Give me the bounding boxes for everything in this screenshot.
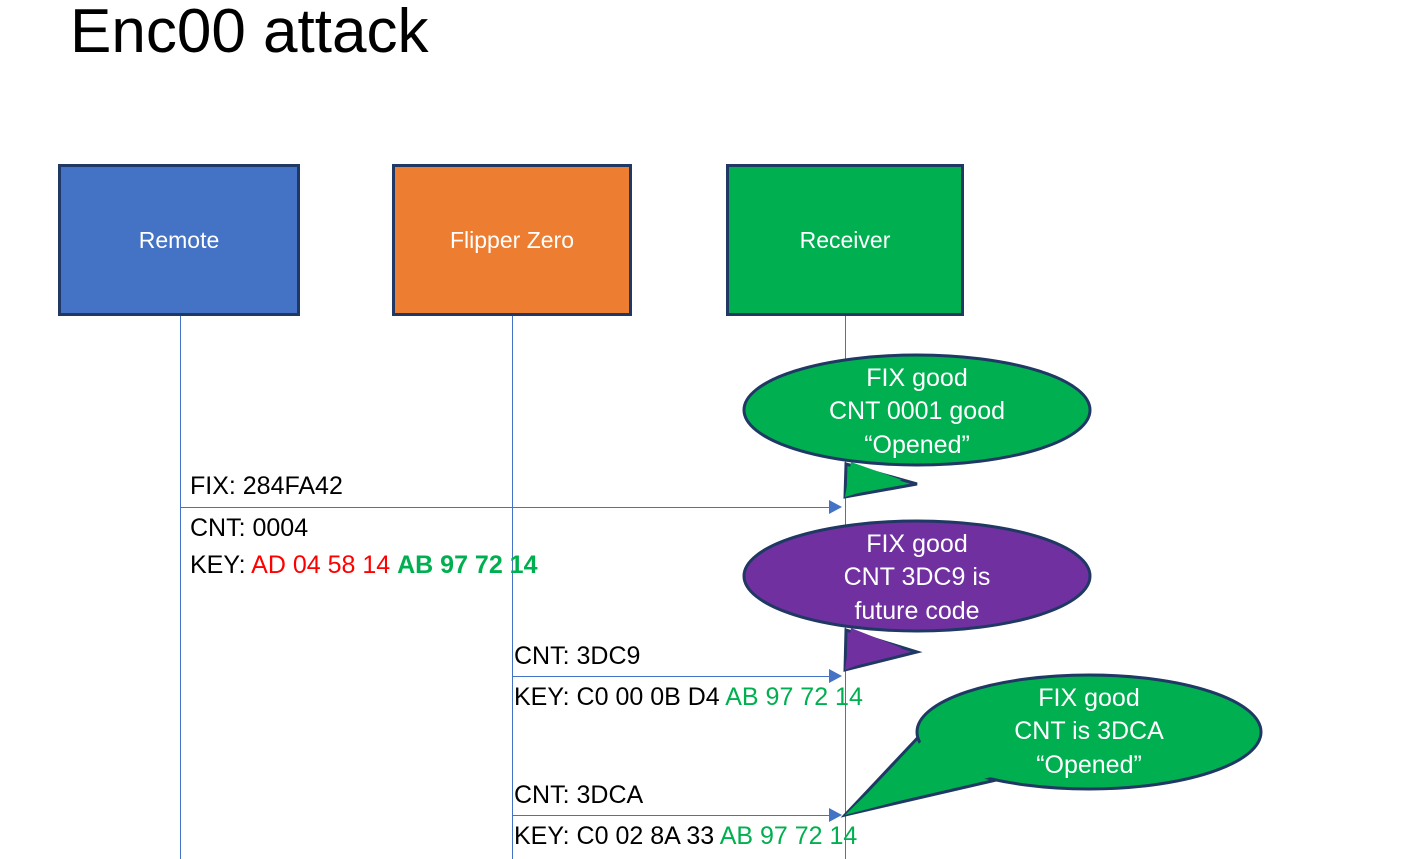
actor-box-remote[interactable]: Remote [58,164,300,316]
callout-2-shape [742,519,1092,672]
message-1-key-line: KEY: AD 04 58 14 AB 97 72 14 [190,551,538,580]
message-1-line-1: FIX: 284FA42 [190,472,343,500]
actor-box-flipper[interactable]: Flipper Zero [392,164,632,316]
message-1-line-2: CNT: 0004 [190,514,309,542]
message-1-key-label: KEY: [190,551,252,579]
message-3-arrowhead [829,808,842,822]
message-2-line-1: CNT: 3DC9 [514,642,641,670]
actor-box-receiver[interactable]: Receiver [726,164,964,316]
message-3-key-line: KEY: C0 02 8A 33 AB 97 72 14 [514,822,858,851]
actor-label-flipper: Flipper Zero [450,226,574,253]
callout-1-shape [742,353,1092,499]
message-2-arrowhead [829,669,842,683]
message-3-line-1: CNT: 3DCA [514,781,644,809]
callout-1[interactable]: FIX good CNT 0001 good “Opened” [742,352,1092,512]
message-3-key-label: KEY: C0 02 8A 33 [514,822,720,850]
message-2-key-label: KEY: C0 00 0B D4 [514,683,726,711]
message-1-key-red: AD 04 58 14 [251,551,391,579]
callout-2[interactable]: FIX good CNT 3DC9 is future code [742,518,1092,678]
message-3-arrow-line [512,815,832,816]
message-1-arrowhead [829,500,842,514]
lifeline-flipper [512,316,513,859]
callout-3[interactable]: FIX good CNT is 3DCA “Opened” [840,660,1265,820]
actor-label-remote: Remote [138,226,220,253]
message-2-key-line: KEY: C0 00 0B D4 AB 97 72 14 [514,683,863,712]
message-1-key-green: AB 97 72 14 [397,551,538,579]
message-2-arrow-line [512,676,832,677]
lifeline-remote [180,316,181,859]
actor-label-receiver: Receiver [799,226,891,253]
callout-3-shape [840,673,1263,818]
message-2-key-green: AB 97 72 14 [725,683,863,711]
page-title: Enc00 attack [70,0,429,66]
message-1-arrow-line [180,507,832,508]
message-3-key-green: AB 97 72 14 [719,822,858,850]
